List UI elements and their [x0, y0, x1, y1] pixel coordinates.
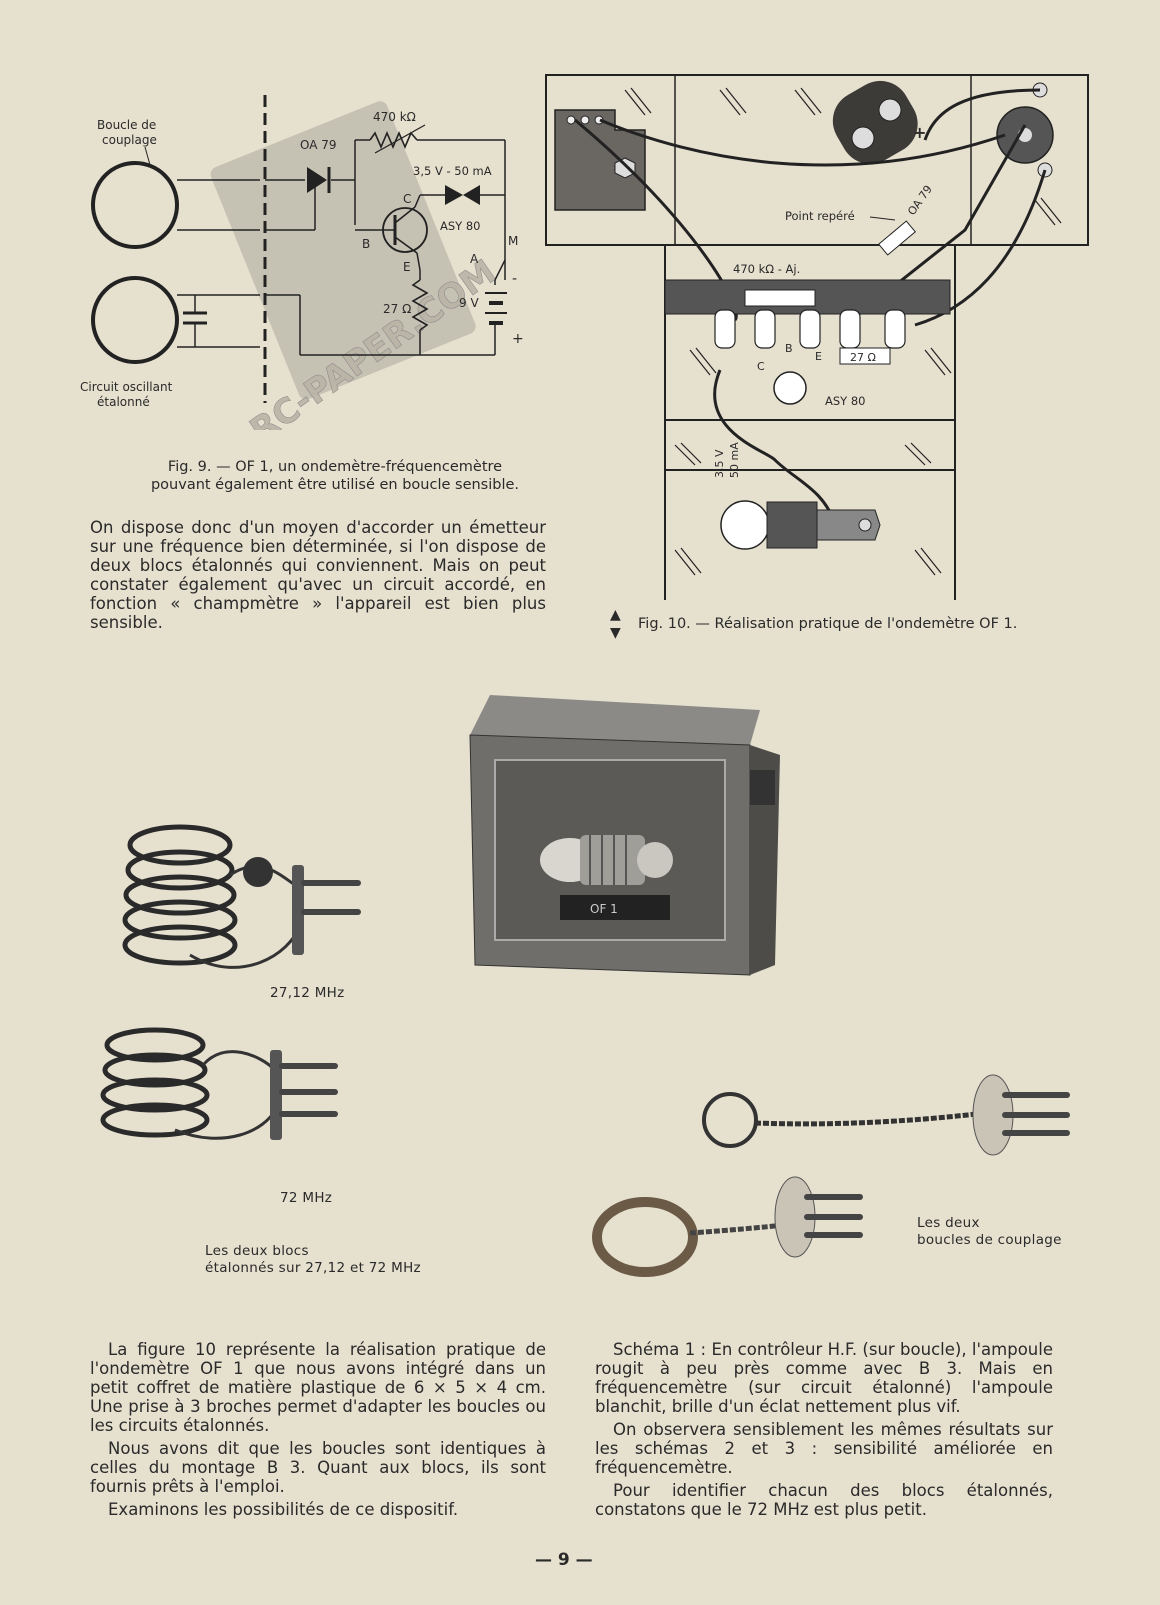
- down-arrow-icon: ▼: [610, 625, 621, 641]
- svg-text:470 kΩ - Aj.: 470 kΩ - Aj.: [733, 262, 800, 276]
- svg-text:ASY 80: ASY 80: [440, 219, 480, 233]
- svg-text:27 Ω: 27 Ω: [383, 302, 411, 316]
- coil-72mhz-label: 72 MHz: [280, 1190, 333, 1206]
- paragraph: Nous avons dit que les boucles sont iden…: [90, 1439, 546, 1496]
- up-arrow-icon: ▲: [610, 607, 621, 623]
- svg-text:470 kΩ: 470 kΩ: [373, 110, 416, 124]
- svg-text:OF 1: OF 1: [590, 902, 618, 916]
- fig10-layout: + Point repéré OA 79 470 kΩ - Aj. C B E …: [545, 74, 1089, 600]
- svg-text:B: B: [362, 237, 370, 251]
- svg-text:Boucle de: Boucle de: [97, 118, 156, 132]
- svg-text:OA 79: OA 79: [905, 183, 935, 218]
- coupling-loop-symbol: [91, 161, 179, 249]
- svg-text:M: M: [508, 234, 518, 248]
- svg-text:C: C: [403, 192, 411, 206]
- right-column-text: Schéma 1 : En contrôleur H.F. (sur boucl…: [595, 1340, 1053, 1519]
- svg-text:3,5 V - 50 mA: 3,5 V - 50 mA: [413, 164, 492, 178]
- coil-27mhz-label: 27,12 MHz: [270, 985, 345, 1001]
- svg-text:couplage: couplage: [102, 133, 157, 147]
- svg-text:OA 79: OA 79: [300, 138, 337, 152]
- loops-caption: Les deux boucles de couplage: [917, 1215, 1062, 1248]
- paragraph: Schéma 1 : En contrôleur H.F. (sur boucl…: [595, 1340, 1053, 1416]
- coil-27mhz-photo: [122, 824, 361, 969]
- svg-text:Circuit oscillant: Circuit oscillant: [80, 380, 173, 394]
- svg-text:Point repéré: Point repéré: [785, 209, 855, 223]
- blocs-caption: Les deux blocs étalonnés sur 27,12 et 72…: [205, 1243, 421, 1276]
- coupling-loops-photo: [592, 1074, 1070, 1277]
- svg-text:étalonné: étalonné: [97, 395, 150, 409]
- left-column-text: La figure 10 représente la réalisation p…: [90, 1340, 546, 1519]
- fig9-schematic: RC-PAPER.COM Boucle de couplage Circuit …: [80, 95, 524, 430]
- svg-text:-: -: [512, 271, 517, 287]
- paragraph: On observera sensiblement les mêmes résu…: [595, 1420, 1053, 1477]
- svg-text:B: B: [785, 342, 793, 355]
- svg-text:A: A: [470, 252, 479, 266]
- paragraph: Examinons les possibilités de ce disposi…: [108, 1500, 459, 1519]
- page-number: — 9 —: [535, 1550, 593, 1570]
- svg-text:+: +: [512, 331, 524, 347]
- svg-text:3,5 V: 3,5 V: [713, 449, 726, 478]
- svg-text:E: E: [403, 260, 411, 274]
- fig9-caption: Fig. 9. — OF 1, un ondemètre-fréquencemè…: [150, 459, 520, 493]
- paragraph: Pour identifier chacun des blocs étalonn…: [595, 1481, 1053, 1519]
- svg-text:E: E: [815, 350, 822, 363]
- svg-text:ASY 80: ASY 80: [825, 394, 865, 408]
- oscillating-circuit-symbol: [91, 276, 179, 364]
- fig10-caption: ▲ ▼ Fig. 10. — Réalisation pratique de l…: [610, 607, 1018, 641]
- watermark-ghost: [210, 101, 476, 400]
- of1-box-photo: OF 1: [469, 695, 780, 976]
- coil-72mhz-photo: [100, 1027, 338, 1140]
- intro-paragraph: On dispose donc d'un moyen d'accorder un…: [90, 518, 546, 632]
- paragraph: La figure 10 représente la réalisation p…: [90, 1340, 546, 1435]
- svg-text:9 V: 9 V: [459, 296, 479, 310]
- svg-text:+: +: [913, 123, 926, 142]
- svg-text:C: C: [757, 360, 765, 373]
- svg-text:50 mA: 50 mA: [728, 442, 741, 478]
- svg-text:27 Ω: 27 Ω: [850, 351, 876, 364]
